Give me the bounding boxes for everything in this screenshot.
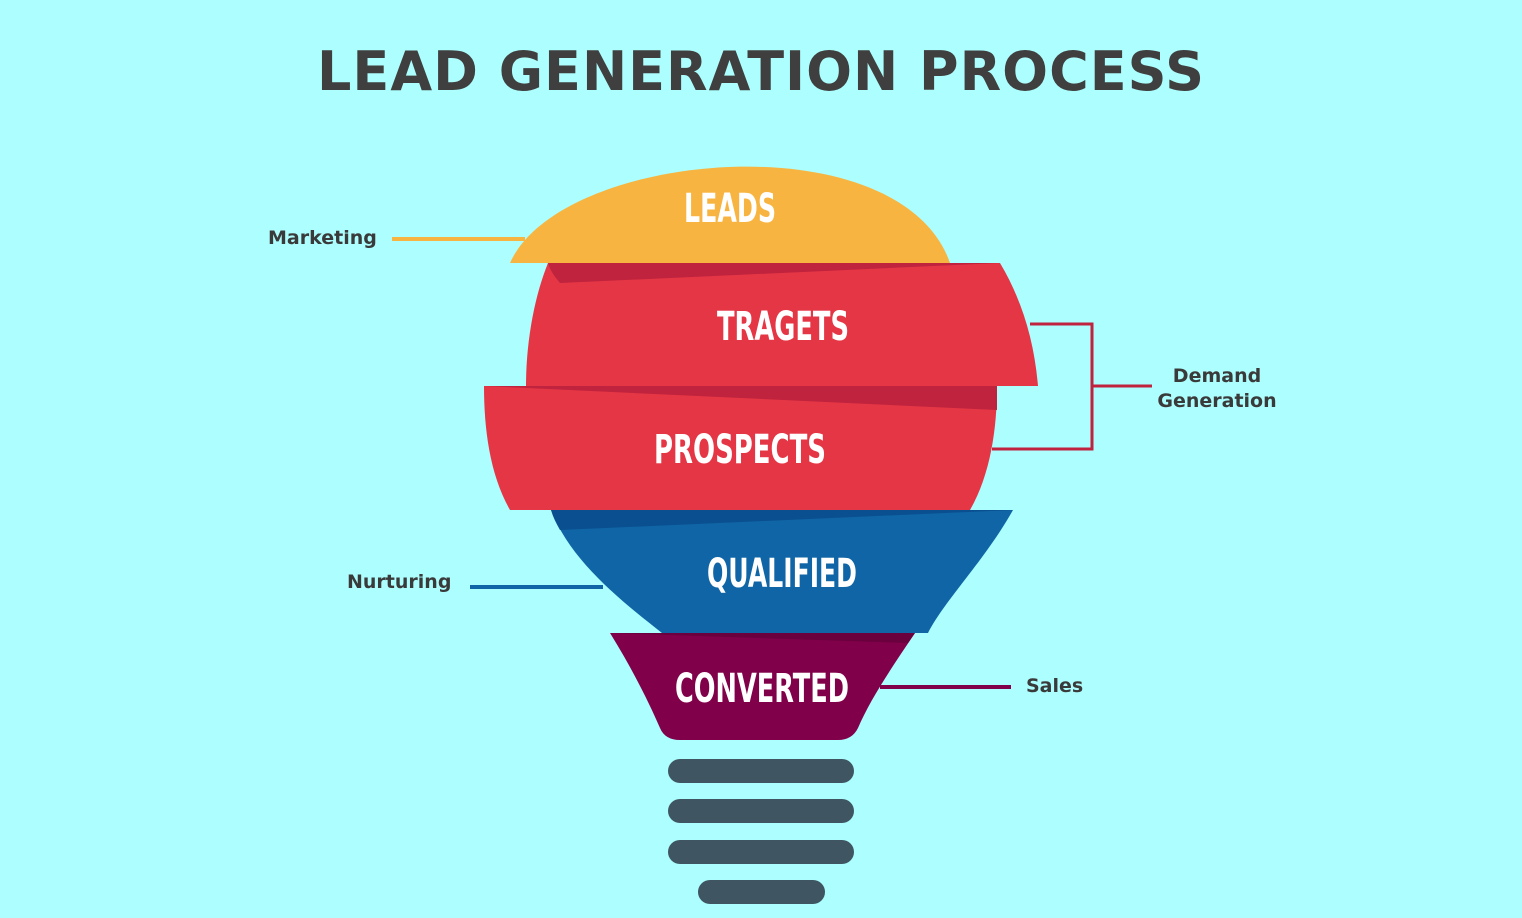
base-thread-4 (698, 880, 825, 904)
side-label-nurturing: Nurturing (347, 571, 451, 593)
targets-shadow (548, 263, 1000, 283)
prospects-band (484, 386, 997, 510)
stage-label-converted: CONVERTED (675, 666, 849, 712)
base-thread-1 (668, 759, 854, 783)
targets-band (526, 263, 1038, 386)
converted-shadow (610, 633, 915, 643)
side-label-sales: Sales (1026, 675, 1083, 697)
qualified-shadow (551, 510, 1013, 530)
side-label-demand: Demand (1173, 365, 1261, 387)
side-label-marketing: Marketing (268, 227, 377, 249)
converted-band (610, 633, 915, 740)
stage-label-prospects: PROSPECTS (654, 427, 826, 473)
qualified-band (551, 510, 1013, 633)
leads-band (510, 166, 950, 263)
base-thread-2 (668, 799, 854, 823)
side-label-generation: Generation (1157, 390, 1276, 412)
prospects-shadow (484, 386, 997, 410)
page-title: LEAD GENERATION PROCESS (317, 40, 1205, 103)
stage-label-leads: LEADS (684, 186, 776, 232)
stage-label-qualified: QUALIFIED (707, 551, 857, 597)
base-thread-3 (668, 840, 854, 864)
stage-label-targets: TRAGETS (717, 304, 849, 350)
